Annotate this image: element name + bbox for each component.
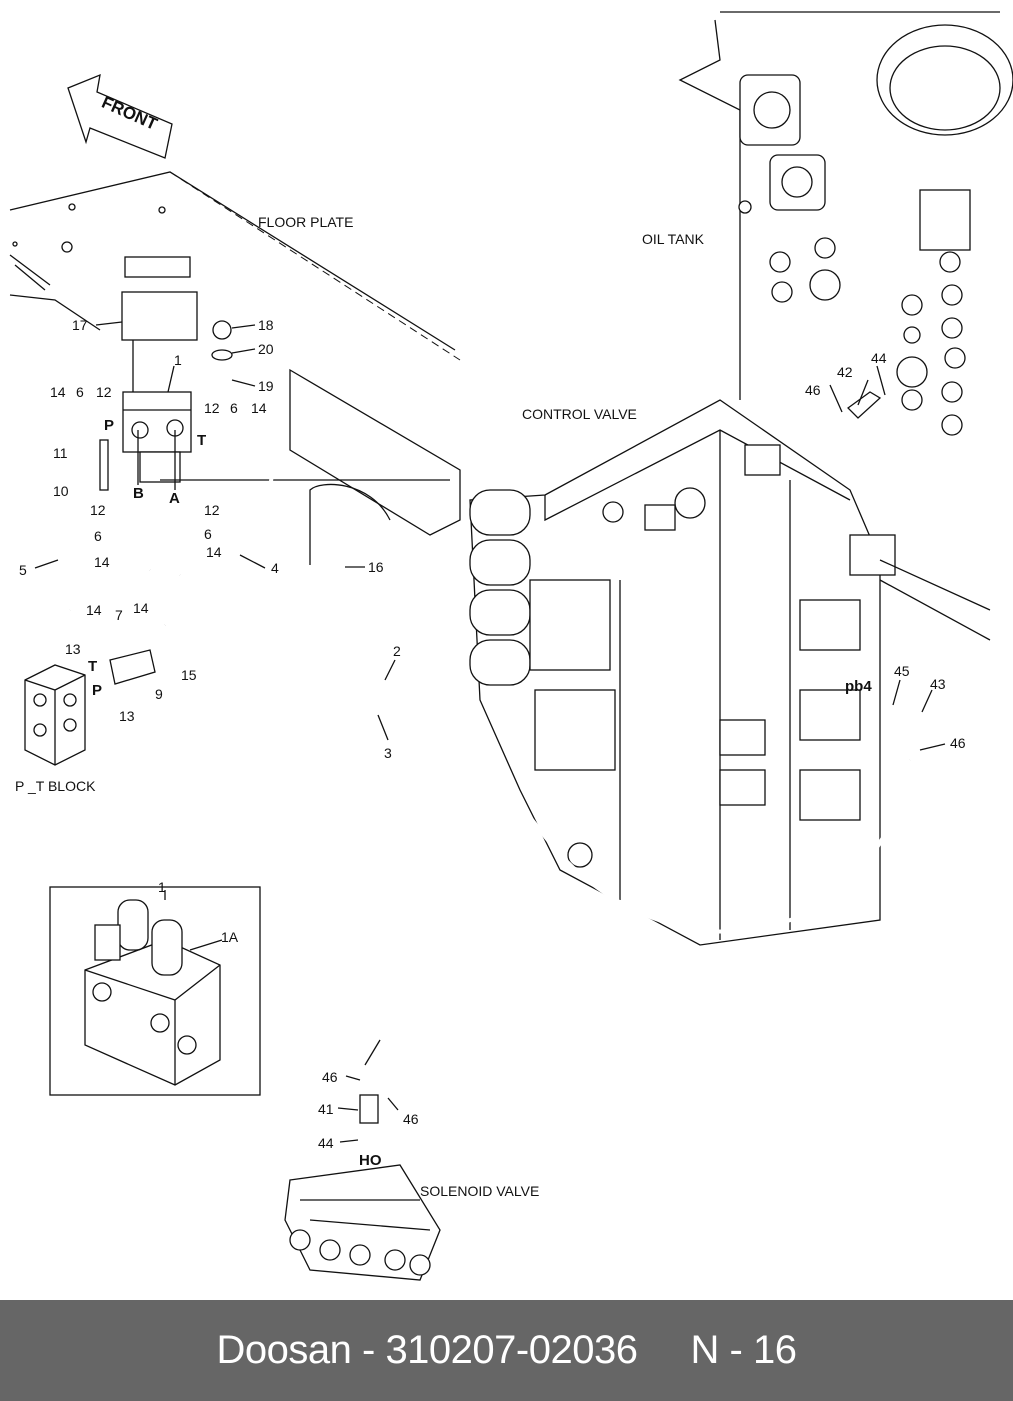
page-number: N - 16 — [690, 1328, 797, 1372]
callout-45: 45 — [894, 663, 910, 679]
callout-14: 14 — [86, 602, 102, 618]
callout-1a: 1A — [221, 929, 239, 945]
section-label-oil-tank: OIL TANK — [642, 231, 705, 247]
callout-12: 12 — [96, 384, 112, 400]
callout-b: B — [133, 485, 144, 502]
callout-12: 12 — [204, 400, 220, 416]
callout-t: T — [197, 432, 206, 449]
callout-13: 13 — [65, 641, 81, 657]
callout-13: 13 — [119, 708, 135, 724]
callout-ho: HO — [359, 1152, 382, 1169]
callout-10: 10 — [53, 483, 69, 499]
callout-12: 12 — [90, 502, 106, 518]
diagram-labels: FLOOR PLATE OIL TANK CONTROL VALVE P _T BLO… — [15, 214, 966, 1199]
callout-14: 14 — [133, 600, 149, 616]
callout-14: 14 — [94, 554, 110, 570]
callout-11: 11 — [53, 445, 68, 461]
callout-18: 18 — [258, 317, 274, 333]
callout-1: 1 — [174, 352, 182, 368]
callout-46: 46 — [403, 1111, 419, 1127]
callout-46: 46 — [805, 382, 821, 398]
solenoid-valve-drawing — [284, 1094, 441, 1281]
callout-43: 43 — [930, 676, 946, 692]
separator: - — [351, 1328, 386, 1372]
spacer — [637, 1328, 690, 1373]
callout-19: 19 — [258, 378, 274, 394]
callout-1: 1 — [158, 879, 166, 895]
callout-16: 16 — [368, 559, 384, 575]
oil-tank-drawing — [678, 11, 1013, 436]
callout-17: 17 — [72, 317, 88, 333]
callout-44: 44 — [318, 1135, 334, 1151]
callout-41: 41 — [318, 1101, 334, 1117]
callout-a: A — [169, 490, 180, 507]
callout-t: T — [88, 658, 97, 675]
leader-lines — [34, 321, 946, 1143]
hoses — [38, 439, 912, 1066]
front-arrow-icon: FRONT — [67, 73, 173, 159]
callout-14: 14 — [50, 384, 66, 400]
callout-6: 6 — [76, 384, 84, 400]
control-valve-drawing — [469, 399, 991, 946]
callout-4: 4 — [271, 560, 279, 576]
floor-plate-drawing — [9, 171, 461, 536]
section-label-control-valve: CONTROL VALVE — [522, 406, 637, 422]
callout-pb4: pb4 — [845, 678, 872, 695]
callout-p: P — [104, 417, 114, 434]
section-label-floor-plate: FLOOR PLATE — [258, 214, 353, 230]
callout-p: P — [92, 682, 102, 699]
callout-46: 46 — [322, 1069, 338, 1085]
callout-14: 14 — [251, 400, 267, 416]
hydraulic-parts-diagram: FRONT — [9, 11, 1013, 1281]
callout-9: 9 — [155, 686, 163, 702]
callout-44: 44 — [871, 350, 887, 366]
brand-name: Doosan — [216, 1328, 352, 1372]
callout-2: 2 — [393, 643, 401, 659]
callout-3: 3 — [384, 745, 392, 761]
callout-6: 6 — [204, 526, 212, 542]
footer-bar: Doosan - 310207-02036 N - 16 — [0, 1300, 1013, 1401]
callout-12: 12 — [204, 502, 220, 518]
part-number: 310207-02036 — [385, 1328, 638, 1372]
callout-5: 5 — [19, 562, 27, 578]
callout-6: 6 — [230, 400, 238, 416]
callout-6: 6 — [94, 528, 102, 544]
pt-block-drawing — [24, 649, 156, 766]
callout-15: 15 — [181, 667, 197, 683]
callout-42: 42 — [837, 364, 853, 380]
section-label-solenoid-valve: SOLENOID VALVE — [420, 1183, 539, 1199]
selector-valve-drawing — [99, 256, 450, 491]
callout-20: 20 — [258, 341, 274, 357]
section-label-pt-block: P _T BLOCK — [15, 778, 96, 794]
callout-46: 46 — [950, 735, 966, 751]
callout-7: 7 — [115, 607, 123, 623]
inset-detail-box — [49, 886, 261, 1096]
callout-14: 14 — [206, 544, 222, 560]
